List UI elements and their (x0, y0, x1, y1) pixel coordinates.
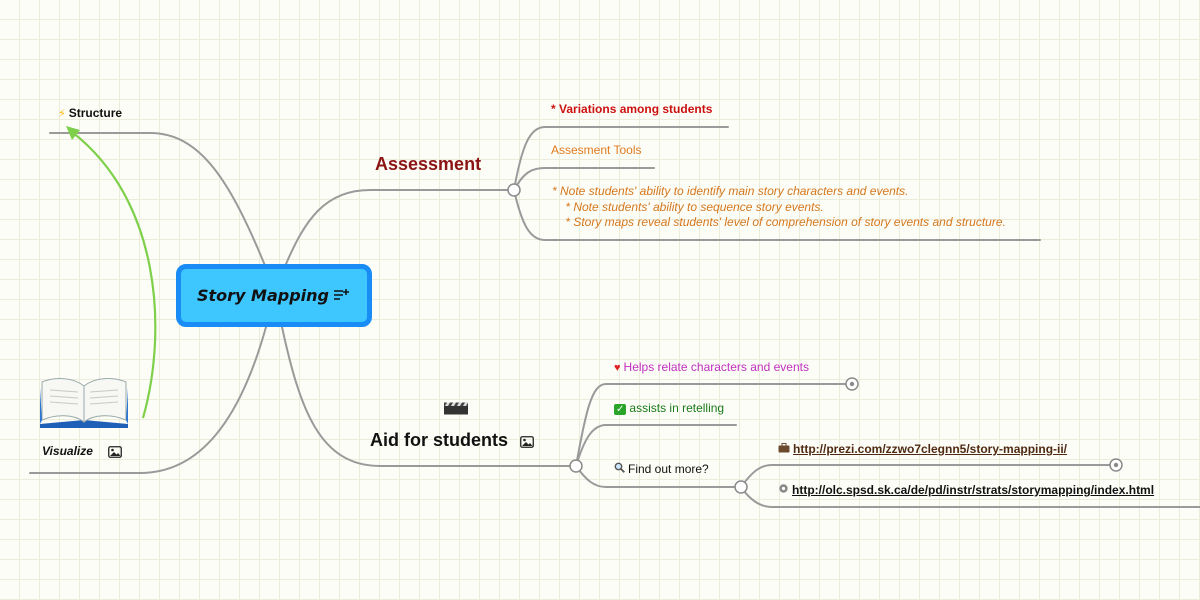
subtopic-variations[interactable]: * Variations among students (551, 102, 712, 116)
link-olc[interactable]: http://olc.spsd.sk.ca/de/pd/instr/strats… (778, 483, 1154, 497)
connector-retell (575, 424, 737, 467)
subtopic-variations-label: * Variations among students (551, 102, 713, 116)
subtopic-find-out-more[interactable]: Find out more? (614, 462, 709, 476)
magnifier-icon (614, 462, 625, 476)
note-line: * Note students' ability to sequence sto… (552, 199, 824, 214)
subtopic-helps-relate[interactable]: ♥Helps relate characters and events (614, 360, 809, 374)
topic-structure[interactable]: ⚡Structure (58, 106, 122, 120)
note-line: * Note students' ability to identify mai… (552, 184, 909, 198)
topic-structure-label: Structure (68, 106, 123, 120)
relationship-arrowhead (66, 126, 80, 140)
subtopic-tools-label: Assesment Tools (551, 143, 642, 157)
checkmark-icon: ✓ (614, 404, 627, 415)
topic-visualize[interactable]: Visualize (42, 444, 93, 458)
topic-visualize-label: Visualize (42, 444, 93, 458)
visualize-image-icon[interactable] (108, 445, 122, 463)
aid-collapse-toggle (569, 459, 583, 473)
find-more-collapse-toggle (734, 480, 748, 494)
clapperboard-icon (443, 401, 469, 420)
connector-assessment (285, 189, 515, 265)
assessment-collapse-toggle (507, 183, 521, 197)
topic-aid-label: Aid for students (370, 430, 508, 450)
open-book-icon (38, 376, 130, 435)
link-olc-text[interactable]: http://olc.spsd.sk.ca/de/pd/instr/strats… (792, 483, 1155, 497)
notes-icon[interactable] (333, 287, 349, 306)
connector-notes (513, 189, 1041, 241)
subtopic-retelling[interactable]: ✓assists in retelling (614, 401, 724, 415)
gear-icon (778, 483, 789, 497)
aid-image-icon[interactable] (520, 435, 534, 453)
central-topic[interactable]: Story Mapping (176, 264, 372, 327)
relationship-arrow (71, 131, 157, 419)
connector-variations (513, 126, 729, 191)
topic-assessment[interactable]: Assessment (375, 154, 481, 175)
note-line: * Story maps reveal students' level of c… (552, 215, 1006, 229)
link-prezi[interactable]: http://prezi.com/zzwo7clegnn5/story-mapp… (778, 442, 1067, 456)
link-prezi-text[interactable]: http://prezi.com/zzwo7clegnn5/story-mapp… (793, 442, 1068, 456)
subtopic-retelling-label: assists in retelling (629, 401, 725, 415)
subtopic-find-label: Find out more? (628, 462, 709, 476)
subtopic-helps-label: Helps relate characters and events (623, 360, 809, 374)
topic-aid-for-students[interactable]: Aid for students (370, 430, 508, 451)
lightning-icon: ⚡ (58, 108, 66, 120)
subtopic-assessment-notes[interactable]: * Note students' ability to identify mai… (552, 184, 1006, 231)
connector-structure (49, 132, 267, 269)
connector-helps (575, 383, 853, 467)
heart-icon: ♥ (614, 362, 621, 374)
topic-assessment-label: Assessment (375, 154, 482, 174)
connector-visualize (29, 326, 267, 474)
central-topic-title: Story Mapping (197, 286, 330, 305)
subtopic-assessment-tools[interactable]: Assesment Tools (551, 143, 642, 157)
briefcase-icon (778, 443, 790, 456)
connector-aid (281, 326, 577, 467)
